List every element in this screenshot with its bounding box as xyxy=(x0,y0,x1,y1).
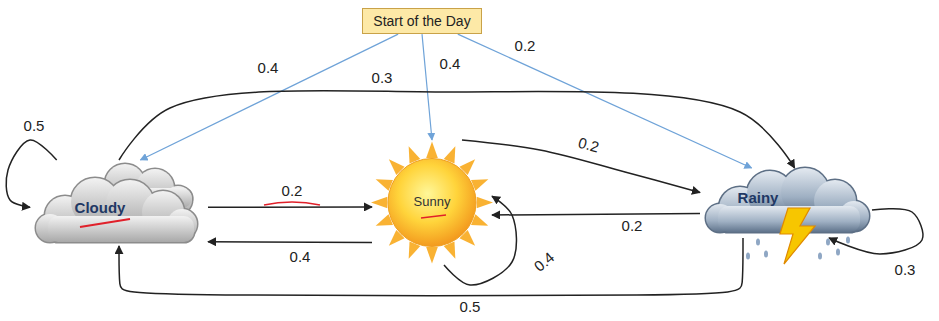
transition-arrow xyxy=(492,214,700,216)
initial-probability-arrow xyxy=(422,34,432,140)
transition-arrow xyxy=(6,140,57,207)
probability-label: 0.5 xyxy=(22,118,47,135)
probability-label: 0.4 xyxy=(438,56,463,73)
probability-label: 0.2 xyxy=(574,134,602,156)
probability-label-holder: 0.2 xyxy=(513,38,538,55)
sun-ray xyxy=(477,197,493,209)
rain-drop xyxy=(746,253,750,260)
probability-label-holder: 0.5 xyxy=(22,118,47,135)
probability-label: 0.2 xyxy=(280,183,305,200)
red-scribble xyxy=(80,219,130,227)
probability-label: 0.3 xyxy=(370,70,395,87)
probability-label-holder: 0.4 xyxy=(256,60,281,77)
cloudy-state: Cloudy xyxy=(30,160,208,246)
probability-label-holder: 0.4 xyxy=(529,248,559,277)
rain-drop xyxy=(764,251,768,258)
sun-ray xyxy=(371,197,387,209)
sun-rays xyxy=(371,142,493,264)
cloud-outline xyxy=(36,178,197,242)
probability-label-holder: 0.4 xyxy=(288,249,313,266)
storm-icon xyxy=(700,168,872,238)
red-scribble xyxy=(264,202,320,205)
probability-label-holder: 0.2 xyxy=(280,183,305,200)
sun-ray xyxy=(426,247,438,263)
probability-label: 0.2 xyxy=(513,38,538,55)
probability-label-holder: 0.2 xyxy=(620,218,645,235)
rain-drop xyxy=(826,239,830,246)
probability-label-holder: 0.4 xyxy=(438,56,463,73)
probability-label: 0.2 xyxy=(620,218,645,235)
transition-arrow xyxy=(119,91,795,168)
probability-label: 0.3 xyxy=(893,262,918,279)
probability-label: 0.4 xyxy=(529,248,559,277)
rain-drop xyxy=(818,253,822,260)
probability-label-holder: 0.3 xyxy=(893,262,918,279)
probability-label: 0.4 xyxy=(288,249,313,266)
transition-arrow xyxy=(208,206,372,208)
cloud-fill xyxy=(36,178,197,242)
rain-drop xyxy=(846,237,850,244)
probability-label-holder: 0.3 xyxy=(370,70,395,87)
lightning-bolt xyxy=(780,208,815,264)
initial-probability-arrow xyxy=(458,34,752,168)
red-scribble xyxy=(421,215,446,218)
probability-label: 0.4 xyxy=(256,60,281,77)
initial-probability-arrow xyxy=(140,34,398,160)
state-label: Cloudy xyxy=(75,199,126,216)
sun-ray xyxy=(426,142,438,158)
rain-drop xyxy=(756,239,760,246)
transition-arrow xyxy=(208,241,372,243)
sunny-state: Sunny xyxy=(372,140,492,265)
rain-drop xyxy=(836,249,840,256)
start-box: Start of the Day xyxy=(362,8,481,34)
probability-label: 0.5 xyxy=(458,299,483,316)
state-label: Start of the Day xyxy=(373,13,470,29)
sun-disc xyxy=(388,159,476,247)
probability-label-holder: 0.2 xyxy=(574,134,602,156)
probability-label-holder: 0.5 xyxy=(458,299,483,316)
state-label: Sunny xyxy=(414,195,451,210)
rainy-state: Rainy xyxy=(700,168,872,238)
front-cloud xyxy=(36,178,197,242)
state-label: Rainy xyxy=(738,189,779,206)
